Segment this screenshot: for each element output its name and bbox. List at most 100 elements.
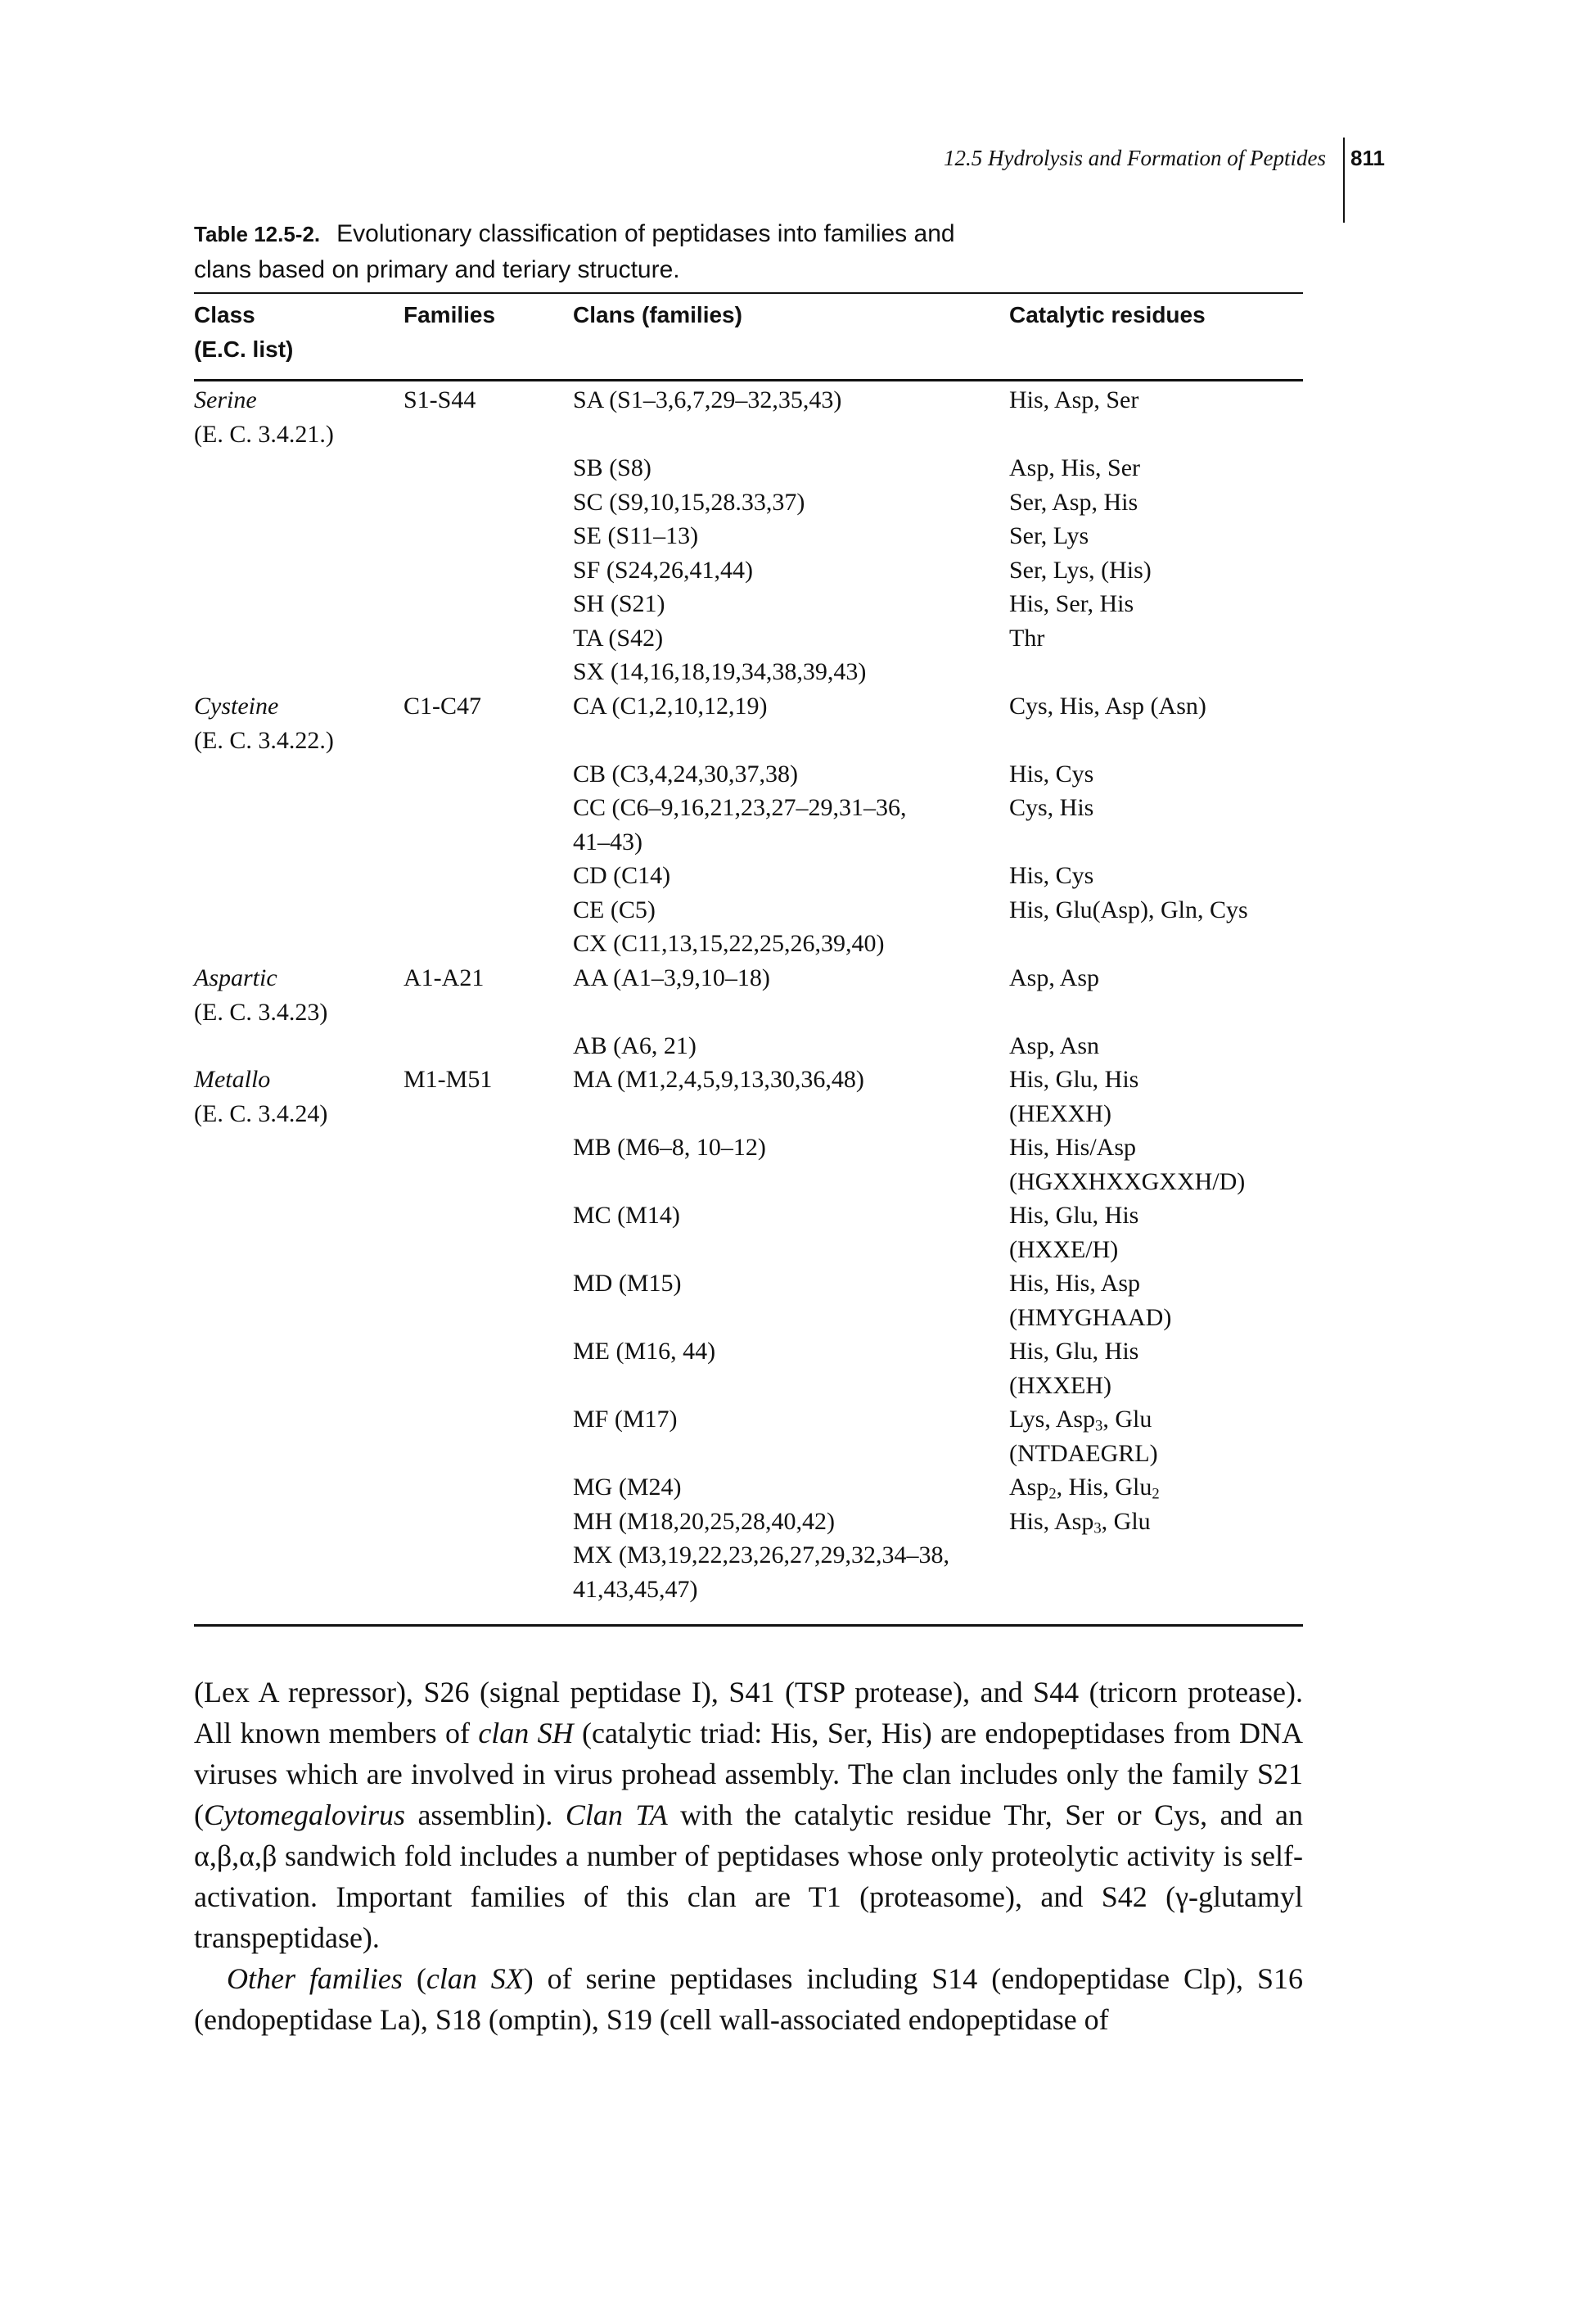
residues-cell: His, Cys — [1009, 862, 1094, 889]
p1-text-4: with the catalytic residue Thr, Ser or C… — [194, 1799, 1303, 1954]
header-class-line1: Class — [194, 302, 255, 327]
p1-text-1: (Lex A repressor), S26 (signal peptidase… — [194, 1676, 1303, 1749]
clan-cell: SA (S1–3,6,7,29–32,35,43) — [573, 386, 842, 413]
residues-cell: Ser, Asp, His — [1009, 488, 1138, 516]
residues-motif: (HXXE/H) — [1009, 1235, 1119, 1263]
header-families: Families — [404, 302, 496, 327]
clan-cell: MC (M14) — [573, 1202, 680, 1229]
residues-cell: His, Glu, His — [1009, 1202, 1139, 1229]
residues-cell: Asp, His, Ser — [1009, 454, 1141, 481]
class-name: Aspartic — [194, 964, 277, 991]
header-residues: Catalytic residues — [1009, 302, 1206, 327]
clan-cell: AA (A1–3,9,10–18) — [573, 964, 770, 991]
clan-cell: CA (C1,2,10,12,19) — [573, 692, 768, 720]
header-class: Class (E.C. list) — [194, 298, 293, 367]
p1-clan-ta: Clan TA — [565, 1799, 668, 1831]
residues-cell: His, Cys — [1009, 760, 1094, 788]
clan-cell: MX (M3,19,22,23,26,27,29,32,34–38, — [573, 1541, 950, 1568]
residues-cell: Cys, His, Asp (Asn) — [1009, 692, 1206, 720]
class-cell: Serine (E. C. 3.4.21.) — [194, 383, 334, 452]
clan-cell: SC (S9,10,15,28.33,37) — [573, 488, 805, 516]
clan-cell: SB (S8) — [573, 454, 651, 481]
residues-cell: Ser, Lys, (His) — [1009, 556, 1152, 584]
residues-cell: Thr — [1009, 624, 1045, 652]
header-class-line2: (E.C. list) — [194, 336, 294, 362]
clan-cell: CD (C14) — [573, 862, 671, 889]
residues-cell: Asp2, His, Glu2 — [1009, 1474, 1160, 1503]
p2-text-1: ( — [402, 1962, 426, 1995]
clan-cell: MG (M24) — [573, 1474, 682, 1501]
residues-cell: Asp, Asn — [1009, 1031, 1100, 1059]
clan-cell: CB (C3,4,24,30,37,38) — [573, 760, 799, 788]
table-header-rule — [194, 379, 1303, 381]
residues-cell: Asp, Asp — [1009, 964, 1100, 991]
class-cell: Aspartic (E. C. 3.4.23) — [194, 961, 327, 1030]
clan-cell: CX (C11,13,15,22,25,26,39,40) — [573, 930, 885, 957]
clan-cell: MD (M15) — [573, 1270, 682, 1297]
residues-cell: His, Asp, Ser — [1009, 386, 1139, 413]
caption-line-2: clans based on primary and teriary struc… — [194, 256, 680, 283]
p2-clan-sx: clan SX — [426, 1962, 524, 1995]
residues-cell: Lys, Asp3, Glu — [1009, 1406, 1152, 1435]
class-ec-number: (E. C. 3.4.23) — [194, 998, 328, 1026]
class-cell: Cysteine (E. C. 3.4.22.) — [194, 689, 334, 758]
residues-cell: His, Asp3, Glu — [1009, 1507, 1151, 1537]
residues-motif: (HEXXH) — [1009, 1099, 1111, 1127]
table-bottom-rule — [194, 1624, 1303, 1627]
class-name: Serine — [194, 386, 257, 413]
clan-cell-continued: 41–43) — [573, 828, 642, 855]
clan-cell: ME (M16, 44) — [573, 1338, 716, 1365]
residues-motif: (HGXXHXXGXXH/D) — [1009, 1167, 1246, 1195]
clan-cell: CE (C5) — [573, 896, 656, 923]
p1-clan-sh: clan SH — [478, 1717, 574, 1749]
p2-text-2: ) of serine peptidases including S14 (en… — [194, 1962, 1303, 2036]
class-cell: Metallo (E. C. 3.4.24) — [194, 1063, 327, 1131]
p1-text-2: (catalytic triad: His, Ser, His) are end… — [194, 1717, 1303, 1831]
residues-cell: His, Glu(Asp), Gln, Cys — [1009, 896, 1248, 923]
families-cell: C1-C47 — [404, 692, 482, 720]
clan-cell: MF (M17) — [573, 1406, 678, 1433]
table-label: Table 12.5-2. — [194, 222, 321, 246]
paragraph-2: Other families (clan SX) of serine pepti… — [194, 1958, 1303, 2040]
families-cell: M1-M51 — [404, 1066, 493, 1093]
clan-cell: MA (M1,2,4,5,9,13,30,36,48) — [573, 1066, 864, 1093]
clan-cell: SX (14,16,18,19,34,38,39,43) — [573, 658, 867, 685]
clan-cell: MH (M18,20,25,28,40,42) — [573, 1507, 835, 1535]
class-name: Metallo — [194, 1066, 271, 1093]
caption-line-1: Evolutionary classification of peptidase… — [336, 220, 955, 247]
clan-cell: SF (S24,26,41,44) — [573, 556, 754, 584]
running-head: 12.5 Hydrolysis and Formation of Peptide… — [944, 146, 1326, 170]
residues-cell: Cys, His — [1009, 794, 1094, 821]
residues-cell: His, Glu, His — [1009, 1066, 1139, 1093]
clan-cell: TA (S42) — [573, 624, 664, 652]
residues-motif: (HXXEH) — [1009, 1371, 1111, 1399]
class-name: Cysteine — [194, 692, 279, 720]
paragraph-1: (Lex A repressor), S26 (signal peptidase… — [194, 1672, 1303, 1958]
residues-cell: His, His, Asp — [1009, 1270, 1141, 1297]
table-top-rule — [194, 292, 1303, 294]
residues-cell: Ser, Lys — [1009, 522, 1089, 549]
class-ec-number: (E. C. 3.4.24) — [194, 1100, 328, 1127]
class-ec-number: (E. C. 3.4.21.) — [194, 421, 334, 448]
clan-cell: CC (C6–9,16,21,23,27–29,31–36, — [573, 794, 907, 821]
body-text: (Lex A repressor), S26 (signal peptidase… — [194, 1672, 1303, 2040]
page-number: 811 — [1350, 146, 1385, 170]
families-cell: S1-S44 — [404, 386, 476, 413]
clan-cell: AB (A6, 21) — [573, 1031, 697, 1059]
residues-cell: His, Ser, His — [1009, 590, 1134, 617]
table-caption: Table 12.5-2. Evolutionary classification… — [194, 216, 1012, 288]
residues-cell: His, Glu, His — [1009, 1338, 1139, 1365]
p1-text-3: assemblin). — [404, 1799, 566, 1831]
header-rule — [1343, 138, 1345, 223]
clan-cell: MB (M6–8, 10–12) — [573, 1134, 766, 1161]
clan-cell-continued: 41,43,45,47) — [573, 1575, 698, 1603]
p2-other-families: Other families — [227, 1962, 403, 1995]
clan-cell: SE (S11–13) — [573, 522, 699, 549]
families-cell: A1-A21 — [404, 964, 485, 991]
residues-cell: His, His/Asp — [1009, 1134, 1137, 1161]
class-ec-number: (E. C. 3.4.22.) — [194, 726, 334, 754]
header-clans: Clans (families) — [573, 302, 742, 327]
p1-cytomegalovirus: Cytomegalovirus — [204, 1799, 405, 1831]
clan-cell: SH (S21) — [573, 590, 665, 617]
residues-motif: (HMYGHAAD) — [1009, 1303, 1172, 1331]
